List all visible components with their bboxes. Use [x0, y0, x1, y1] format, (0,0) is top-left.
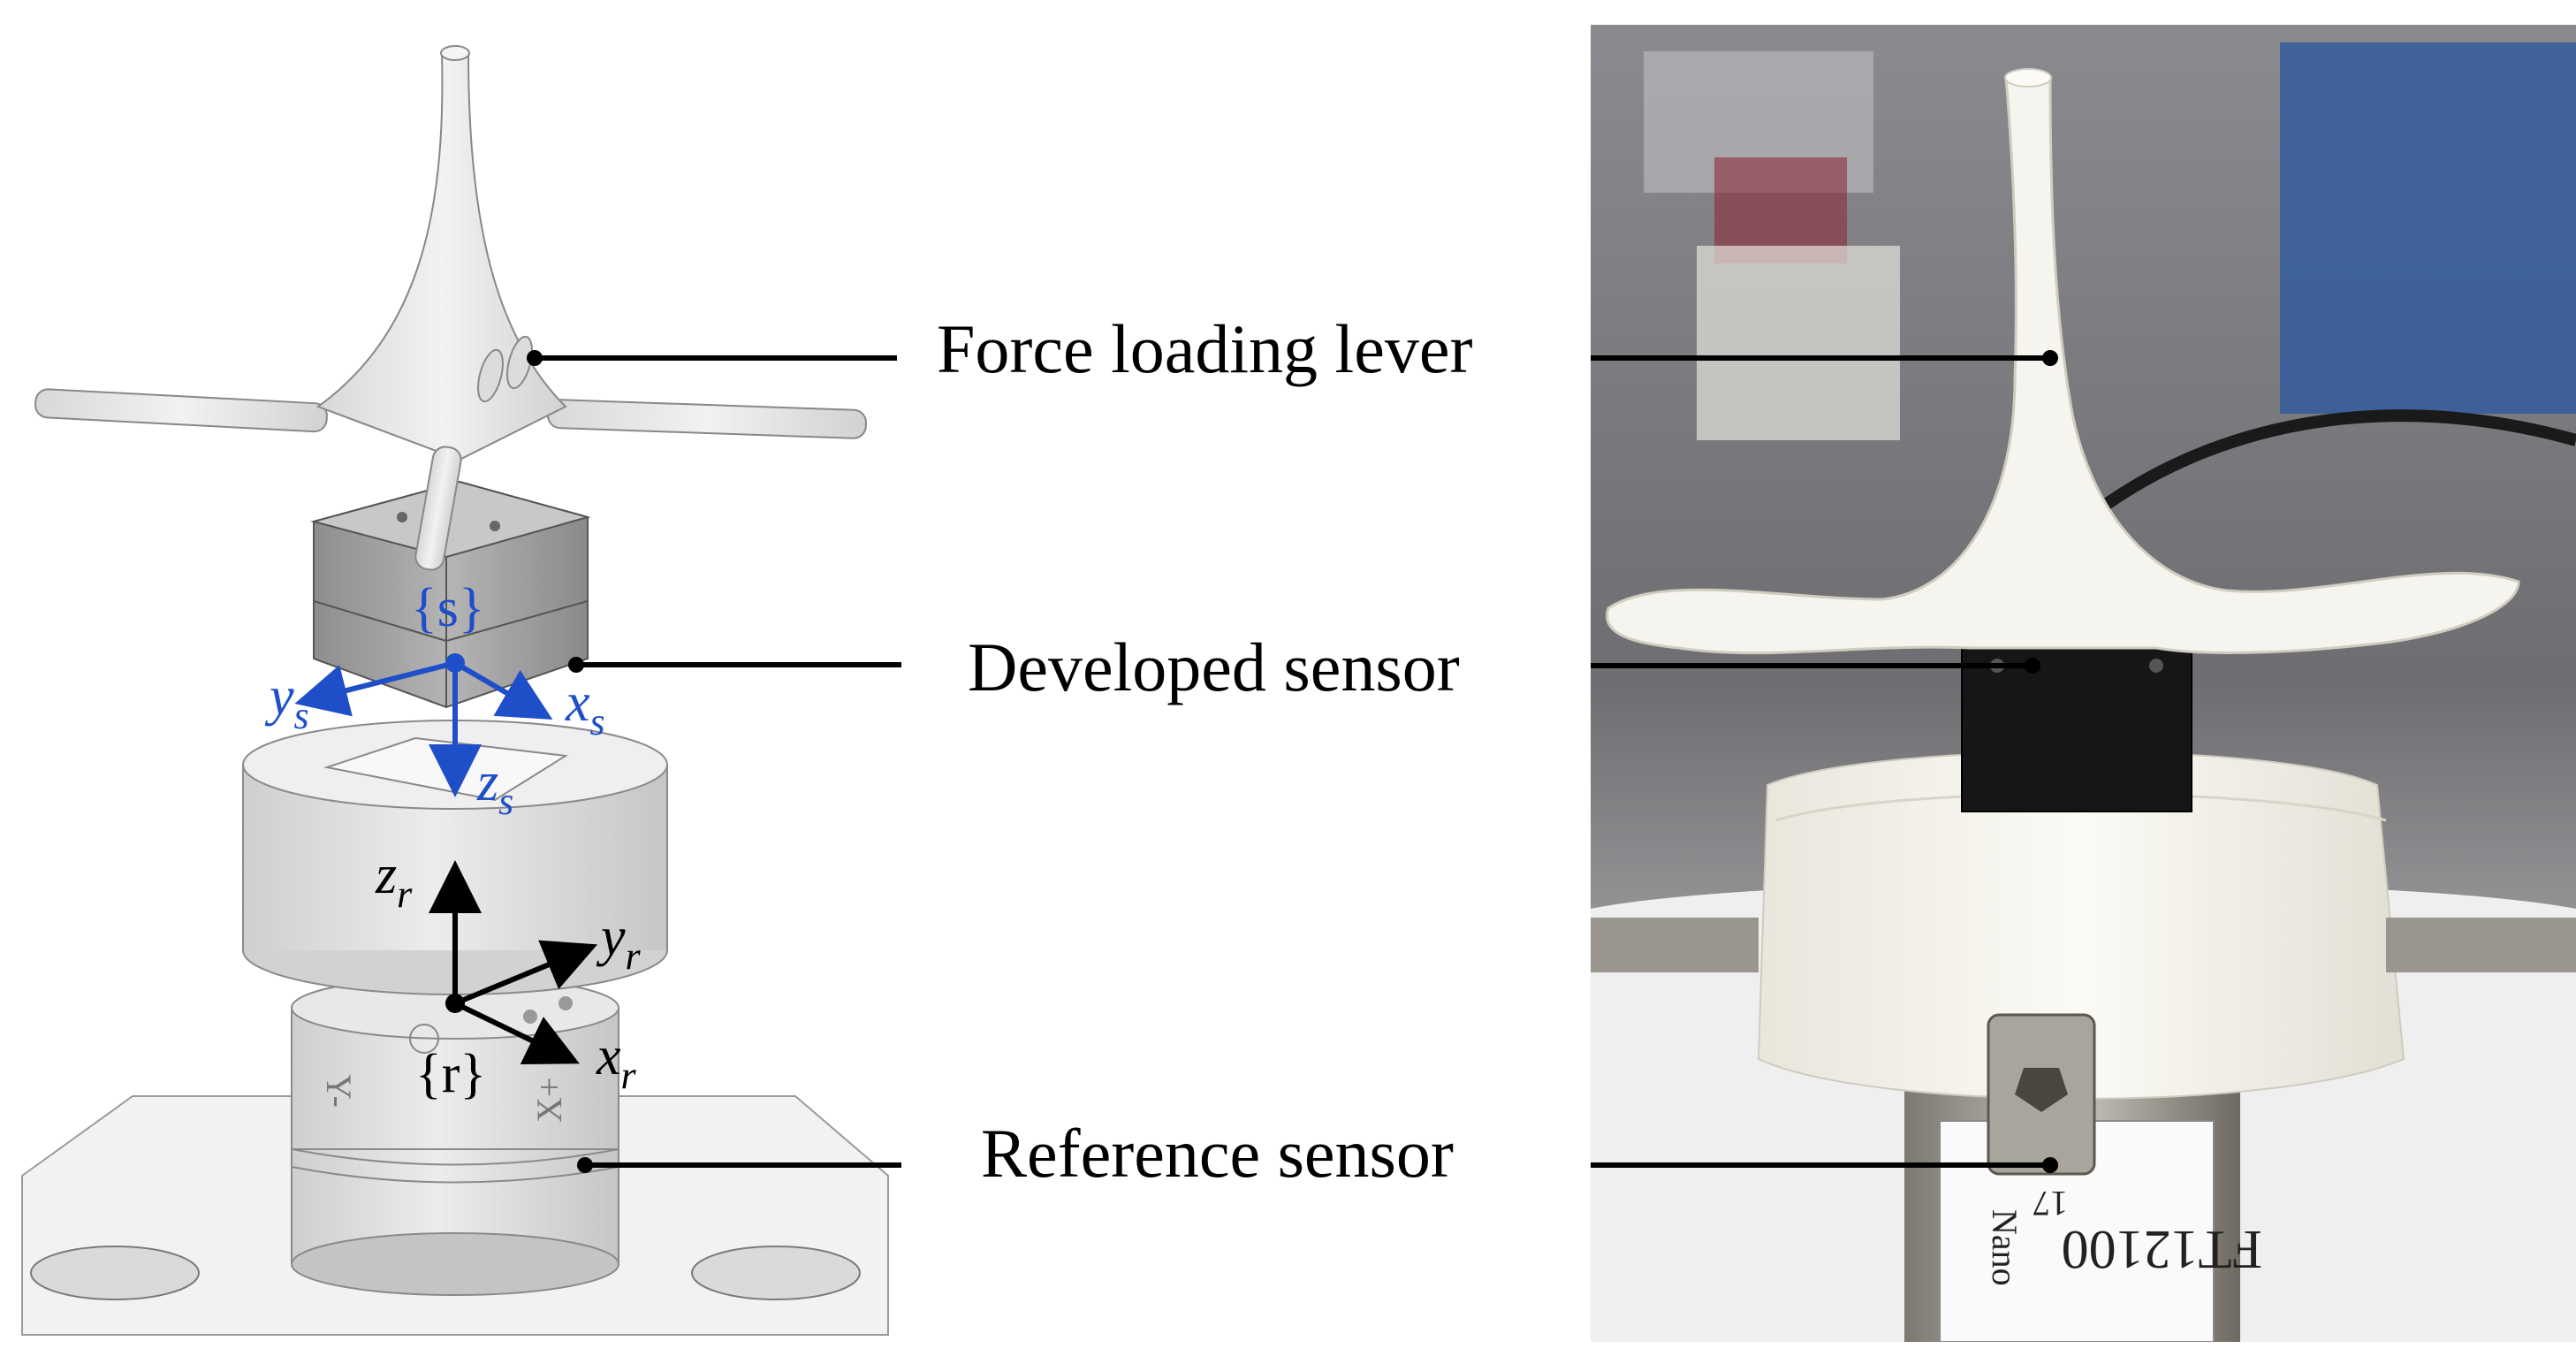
- reference-frame-name: {r}: [415, 1044, 486, 1104]
- yr-axis-arrow: [453, 940, 598, 1006]
- reference-sensor-label: Reference sensor: [981, 1115, 1454, 1192]
- ys-axis-arrow: [294, 660, 456, 717]
- ys-axis-label: ys: [264, 667, 309, 737]
- reference-frame-origin: [445, 994, 465, 1013]
- cad-render: Y- X+ {s} ys xs: [21, 45, 901, 1336]
- yr-axis-label: yr: [596, 907, 642, 978]
- developed-sensor-label: Developed sensor: [968, 629, 1460, 705]
- force-loading-lever-label: Force loading lever: [937, 310, 1473, 387]
- zr-axis-label: zr: [375, 845, 413, 916]
- reference-marking-plus-x: X+: [529, 1078, 569, 1123]
- force-loading-lever-model: [34, 45, 867, 571]
- zs-axis-label: zs: [476, 752, 513, 823]
- sensor-frame-origin: [445, 653, 465, 673]
- xr-axis-arrow: [453, 1001, 580, 1065]
- photo-sensor-brand-text: Nano: [1985, 1209, 2025, 1286]
- xr-axis-label: xr: [596, 1026, 637, 1097]
- reference-marking-minus-y: Y-: [319, 1074, 359, 1108]
- reference-frame: zr yr xr {r}: [375, 845, 642, 1104]
- xs-axis-arrow: [453, 660, 553, 720]
- cad-leader-lines: [527, 350, 901, 1173]
- sensor-frame: {s} ys xs zs: [264, 578, 605, 823]
- photo-sensor-serial-text: FT12100: [2062, 1219, 2262, 1279]
- photo-leader-lines: [1591, 350, 2058, 1173]
- sensor-frame-name: {s}: [411, 578, 485, 638]
- photo-sensor-number-text: 17: [2033, 1184, 2068, 1223]
- reference-sensor-model: Y- X+: [291, 976, 619, 1296]
- photo-of-setup: Nano 17 FT12100: [1591, 25, 2576, 1342]
- xs-axis-label: xs: [565, 673, 605, 743]
